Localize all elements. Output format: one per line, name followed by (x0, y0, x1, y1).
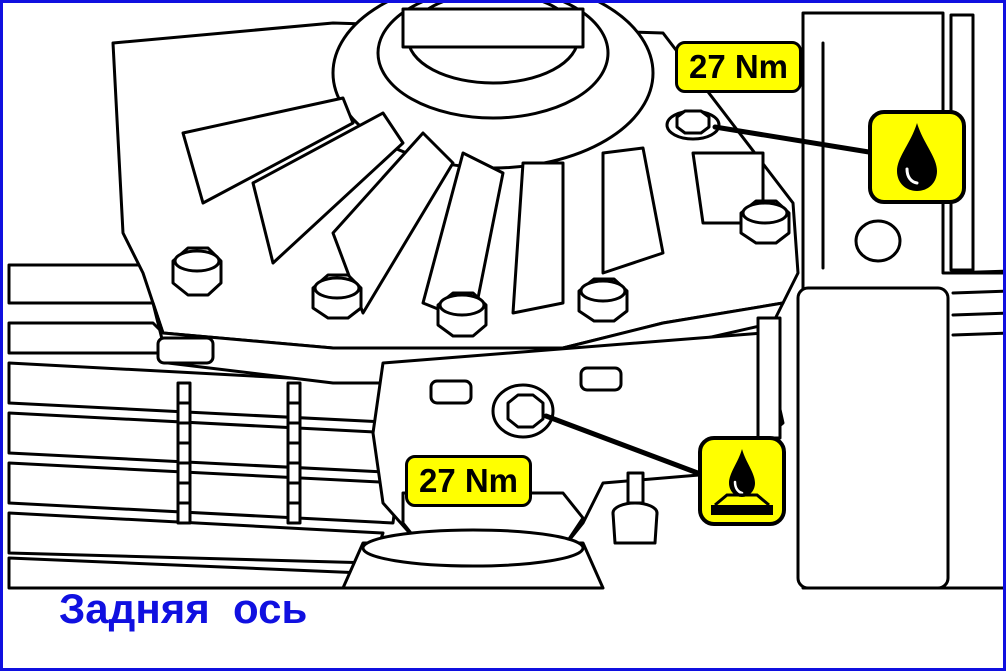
diagram-caption: Задняя ось (59, 585, 308, 632)
torque-label-fill-plug: 27 Nm (675, 41, 802, 93)
torque-label-drain-plug: 27 Nm (405, 455, 532, 507)
oil-drop-icon (868, 110, 966, 204)
rear-axle-illustration (7, 3, 1003, 590)
oil-drain-icon (698, 436, 786, 526)
